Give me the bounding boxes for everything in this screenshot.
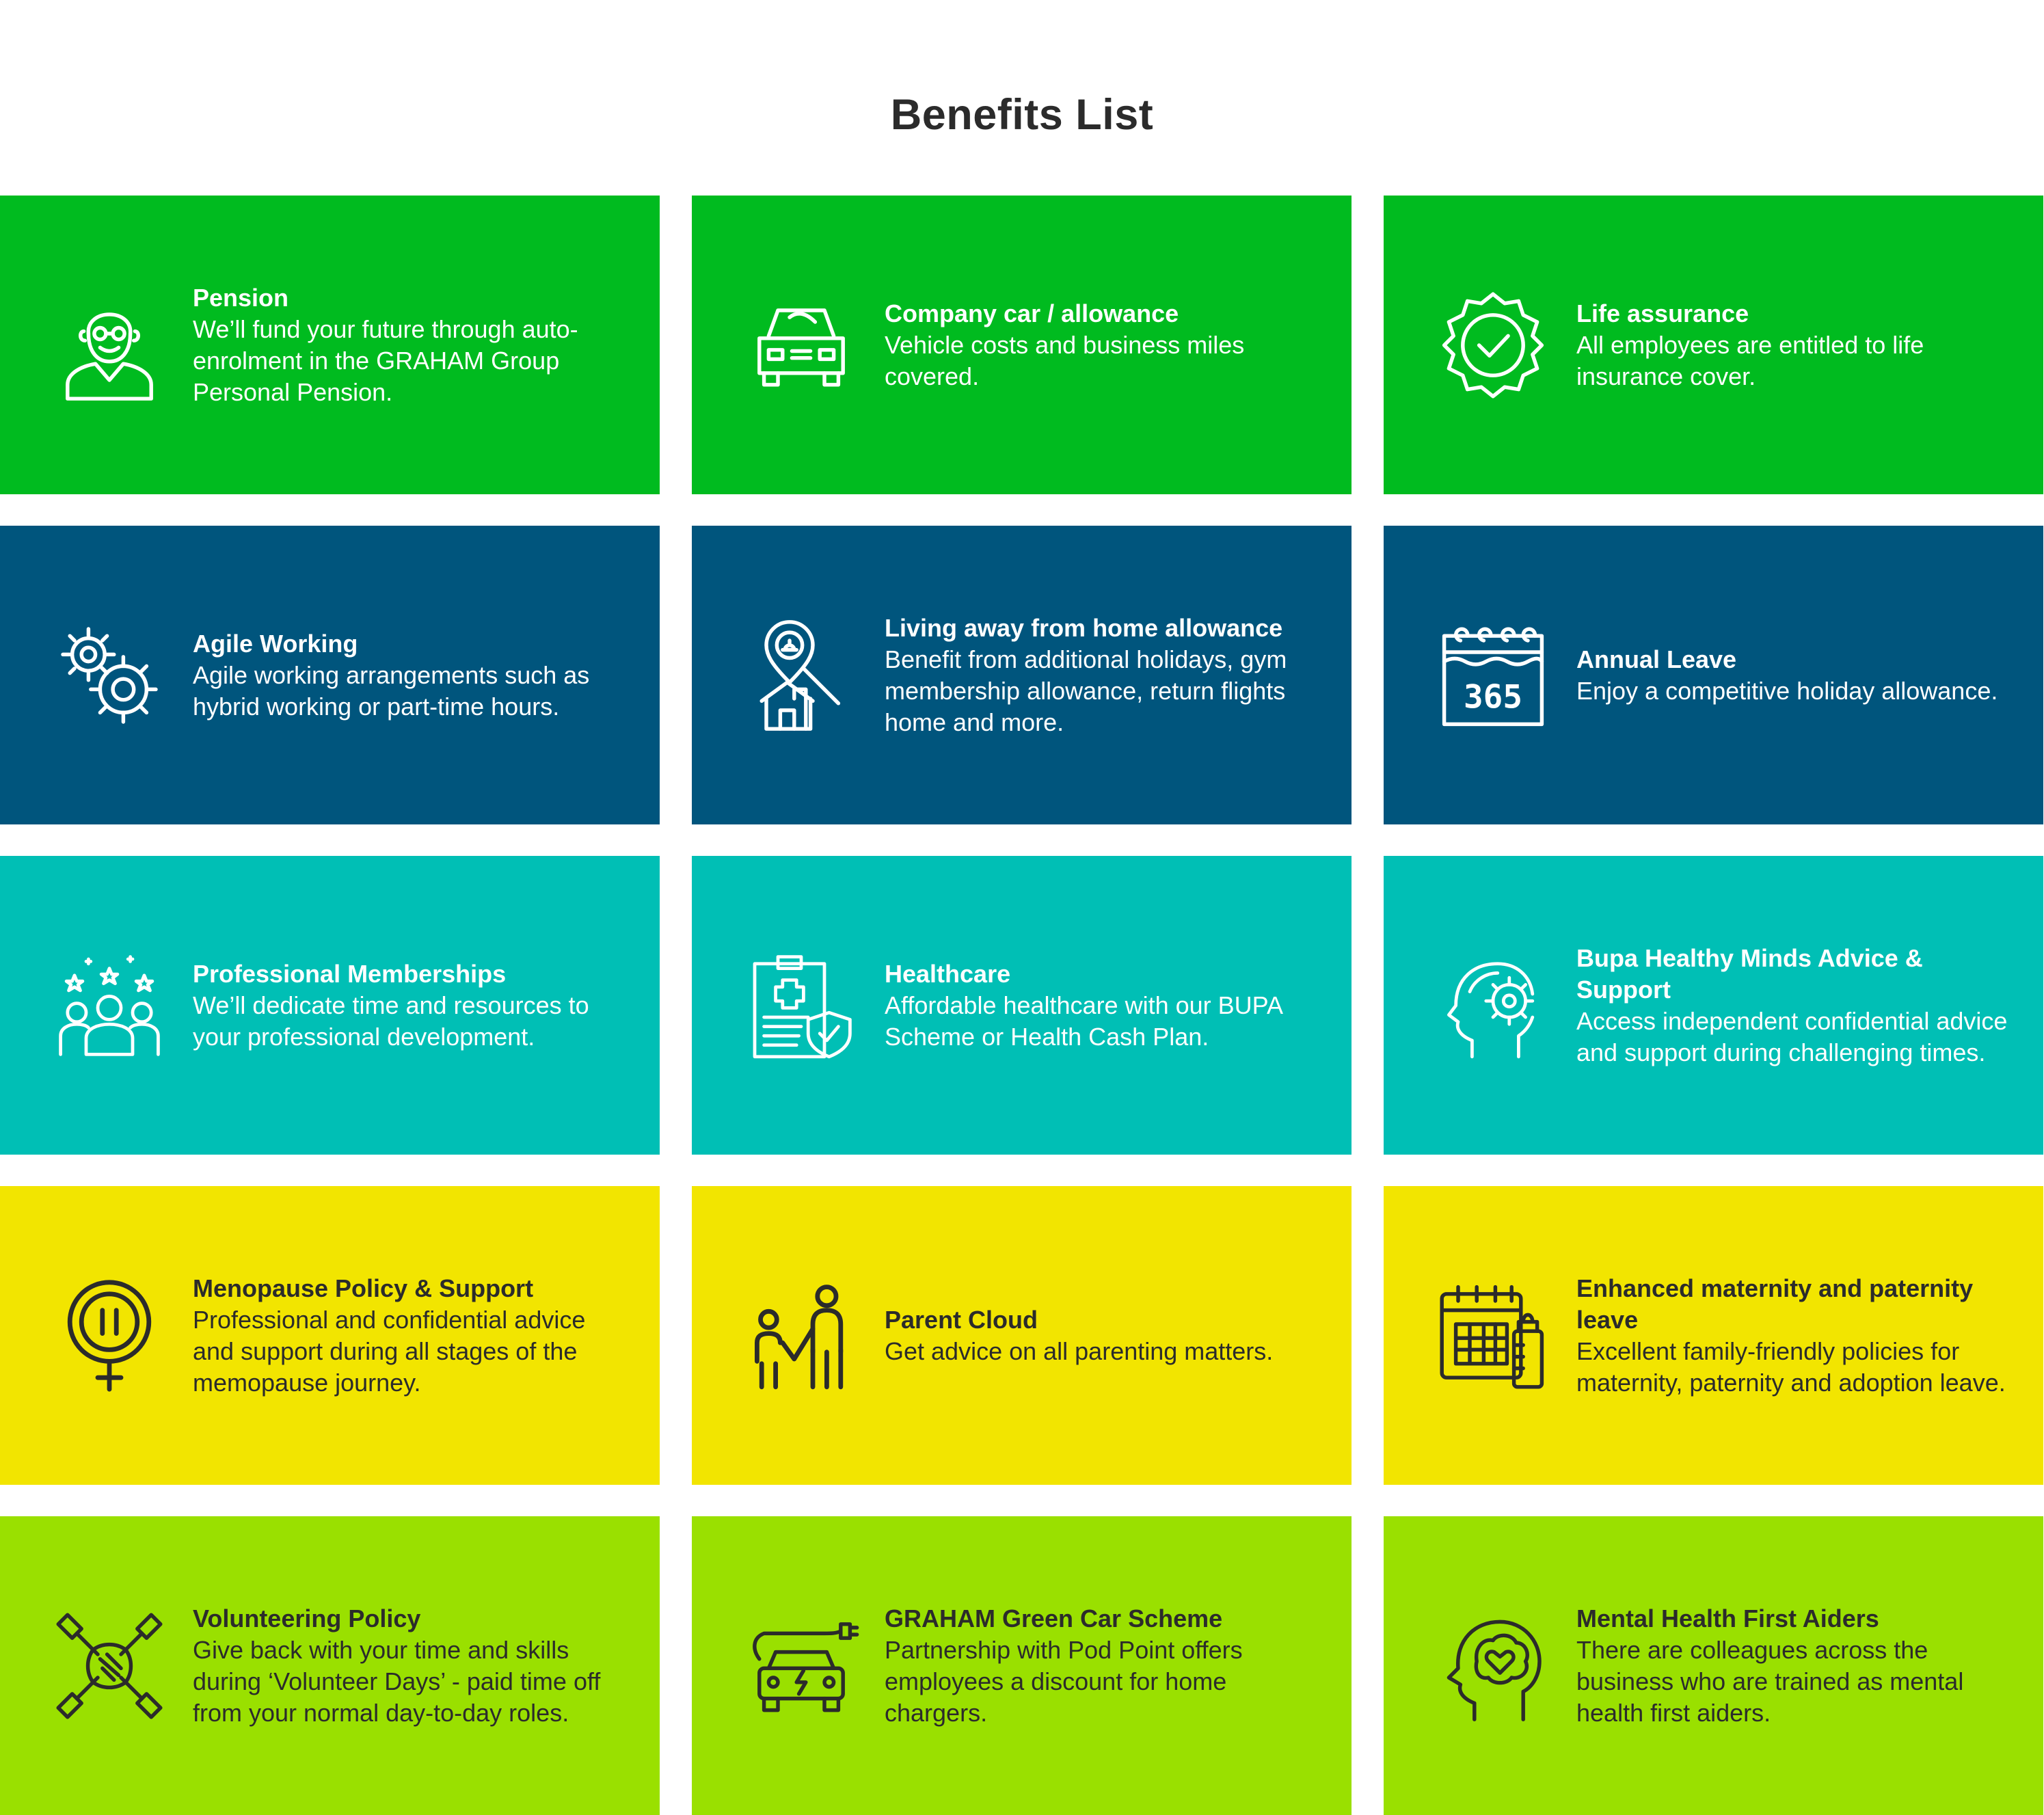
- benefit-card-bupa-healthy-minds: Bupa Healthy Minds Advice & Support Acce…: [1384, 856, 2043, 1155]
- benefit-description: Vehicle costs and business miles covered…: [885, 330, 1245, 390]
- benefit-description: Benefit from additional holidays, gym me…: [885, 645, 1287, 736]
- benefit-card-company-car: Company car / allowance Vehicle costs an…: [692, 196, 1352, 494]
- benefit-description: Get advice on all parenting matters.: [885, 1336, 1274, 1365]
- benefit-title: Mental Health First Aiders: [1576, 1604, 1879, 1632]
- benefit-description: Enjoy a competitive holiday allowance.: [1576, 676, 1998, 705]
- benefit-card-maternity-paternity: Enhanced maternity and paternity leave E…: [1384, 1186, 2043, 1485]
- benefit-description: Excellent family-friendly policies for m…: [1576, 1336, 2006, 1397]
- benefit-description: We’ll dedicate time and resources to you…: [193, 991, 589, 1051]
- benefit-title: Agile Working: [193, 629, 358, 658]
- gears-icon: [48, 614, 171, 737]
- calendar-365-icon: 365: [1431, 614, 1555, 737]
- team-stars-icon: [48, 944, 171, 1067]
- benefit-title: Enhanced maternity and paternity leave: [1576, 1274, 1974, 1334]
- benefit-card-agile-working: Agile Working Agile working arrangements…: [0, 526, 660, 824]
- benefit-description: Affordable healthcare with our BUPA Sche…: [885, 991, 1282, 1051]
- benefit-title: Life assurance: [1576, 299, 1749, 327]
- benefit-card-green-car: GRAHAM Green Car Scheme Partnership with…: [692, 1516, 1352, 1815]
- benefit-title: Pension: [193, 283, 289, 312]
- benefit-title: Professional Memberships: [193, 959, 507, 988]
- benefit-title: Company car / allowance: [885, 299, 1179, 327]
- benefit-card-professional-memberships: Professional Memberships We’ll dedicate …: [0, 856, 660, 1155]
- benefit-title: Annual Leave: [1576, 645, 1737, 673]
- location-house-icon: [740, 614, 863, 737]
- head-heart-brain-icon: [1431, 1604, 1555, 1727]
- benefit-title: GRAHAM Green Car Scheme: [885, 1604, 1223, 1632]
- benefit-card-healthcare: Healthcare Affordable healthcare with ou…: [692, 856, 1352, 1155]
- female-symbol-pause-icon: [48, 1274, 171, 1397]
- benefit-description: Access independent confidential advice a…: [1576, 1006, 2008, 1066]
- benefits-grid: Pension We’ll fund your future through a…: [0, 196, 2043, 1815]
- benefit-title: Menopause Policy & Support: [193, 1274, 534, 1302]
- badge-check-icon: [1431, 284, 1555, 407]
- benefit-card-life-assurance: Life assurance All employees are entitle…: [1384, 196, 2043, 494]
- benefit-title: Volunteering Policy: [193, 1604, 421, 1632]
- benefit-card-volunteering: Volunteering Policy Give back with your …: [0, 1516, 660, 1815]
- benefit-description: Give back with your time and skills duri…: [193, 1635, 601, 1727]
- benefit-card-annual-leave: 365 Annual Leave Enjoy a competitive hol…: [1384, 526, 2043, 824]
- benefit-card-living-away: Living away from home allowance Benefit …: [692, 526, 1352, 824]
- benefit-card-menopause: Menopause Policy & Support Professional …: [0, 1186, 660, 1485]
- car-icon: [740, 284, 863, 407]
- medical-clipboard-shield-icon: [740, 944, 863, 1067]
- benefit-card-mental-health-first-aiders: Mental Health First Aiders There are col…: [1384, 1516, 2043, 1815]
- benefit-description: We’ll fund your future through auto-enro…: [193, 314, 578, 406]
- benefit-description: Professional and confidential advice and…: [193, 1305, 586, 1397]
- benefit-description: Partnership with Pod Point offers employ…: [885, 1635, 1243, 1727]
- benefit-title: Living away from home allowance: [885, 613, 1283, 642]
- benefit-description: There are colleagues across the business…: [1576, 1635, 1964, 1727]
- electric-car-plug-icon: [740, 1604, 863, 1727]
- page-title: Benefits List: [890, 91, 1154, 139]
- elderly-person-icon: [48, 284, 171, 407]
- benefit-title: Parent Cloud: [885, 1305, 1038, 1334]
- benefit-title: Bupa Healthy Minds Advice & Support: [1576, 943, 1923, 1004]
- calendar-bottle-icon: [1431, 1274, 1555, 1397]
- calendar-365-label: 365: [1464, 678, 1522, 716]
- benefit-description: All employees are entitled to life insur…: [1576, 330, 1924, 390]
- head-gear-icon: [1431, 944, 1555, 1067]
- benefit-card-pension: Pension We’ll fund your future through a…: [0, 196, 660, 494]
- benefit-title: Healthcare: [885, 959, 1011, 988]
- benefit-card-parent-cloud: Parent Cloud Get advice on all parenting…: [692, 1186, 1352, 1485]
- benefit-description: Agile working arrangements such as hybri…: [193, 660, 590, 721]
- parent-child-icon: [740, 1274, 863, 1397]
- joined-hands-icon: [48, 1604, 171, 1727]
